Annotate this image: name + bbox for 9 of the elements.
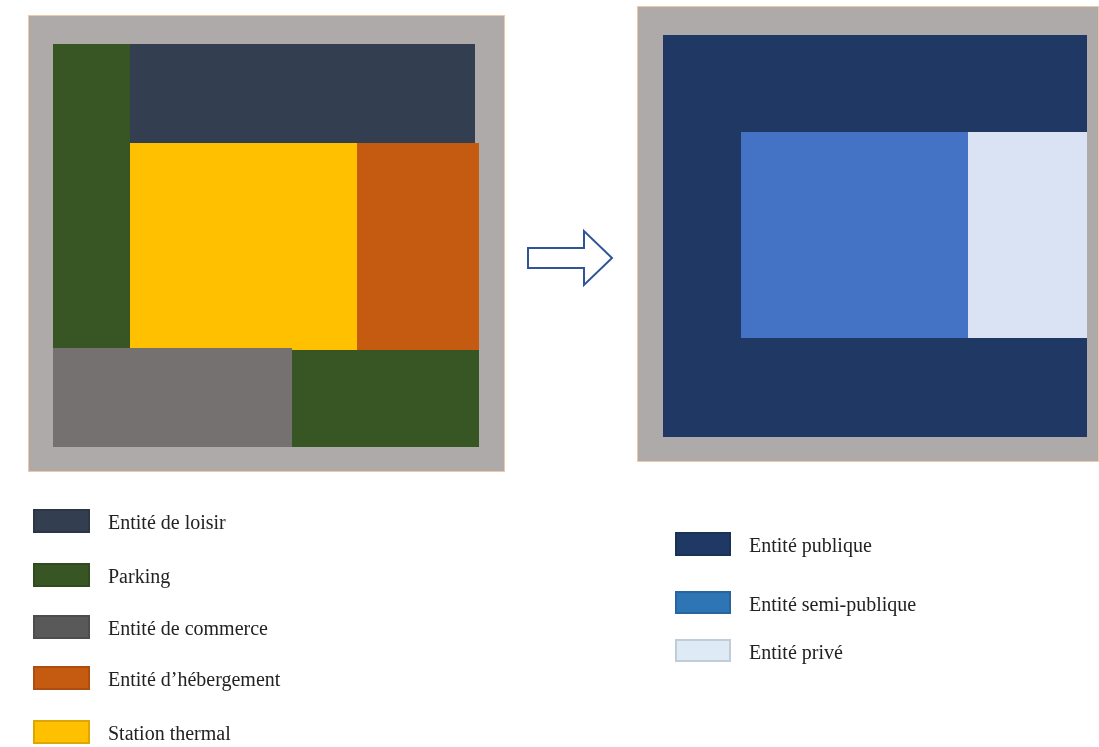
legend-label: Entité privé [749, 640, 843, 664]
legend-label: Parking [108, 564, 171, 588]
legend-label: Entité d’hébergement [108, 667, 281, 691]
legend-label: Station thermal [108, 721, 231, 745]
legend-label: Entité publique [749, 533, 872, 557]
block-arrow [527, 228, 614, 288]
legend-label: Entité de commerce [108, 616, 268, 640]
legend-label: Entité de loisir [108, 510, 226, 534]
legend-label: Entité semi-publique [749, 592, 917, 616]
